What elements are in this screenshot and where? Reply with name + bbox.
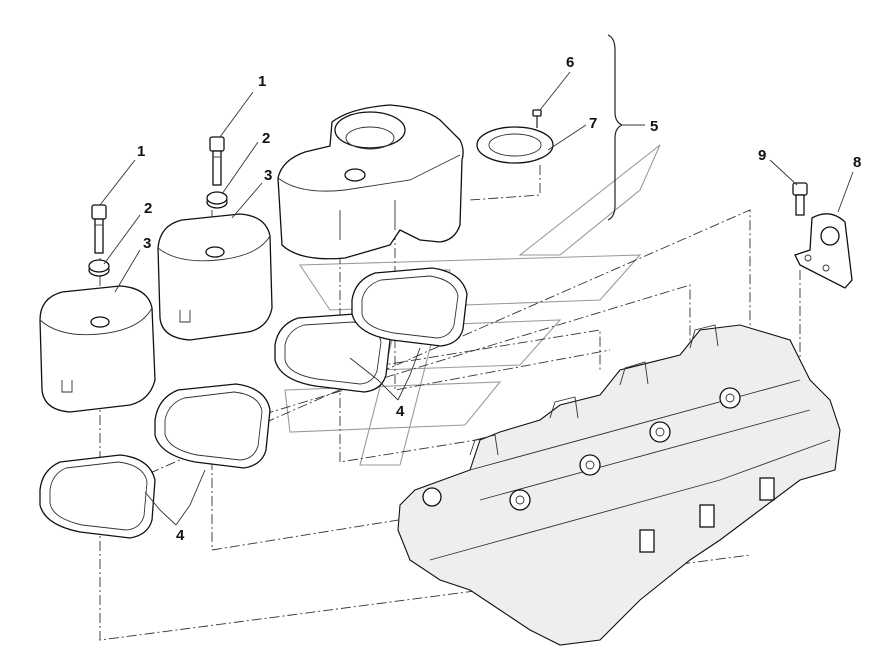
callout-7: 7 <box>589 115 597 132</box>
callout-8: 8 <box>853 154 861 171</box>
screw <box>532 109 542 128</box>
rocker-cover-with-filler <box>277 104 464 260</box>
callout-4-right: 4 <box>396 403 405 420</box>
callout-3-left: 3 <box>143 235 151 252</box>
callout-9: 9 <box>758 147 766 164</box>
callout-4-left: 4 <box>176 527 185 544</box>
callout-3-middle: 3 <box>264 167 272 184</box>
leader-lines <box>99 71 854 526</box>
callout-2-left: 2 <box>144 200 152 217</box>
callout-1-left: 1 <box>137 143 145 160</box>
callout-5: 5 <box>650 118 658 135</box>
filler-cap-seal <box>476 126 554 164</box>
lifting-bracket <box>794 213 853 289</box>
callout-2-middle: 2 <box>262 130 270 147</box>
gasket-right-upper <box>351 267 468 347</box>
group-brace <box>607 34 624 221</box>
callout-6: 6 <box>566 54 574 71</box>
washer-left <box>88 259 110 277</box>
bracket-bolt <box>792 182 808 216</box>
callouts: 1 1 2 2 3 3 4 4 5 6 7 8 9 <box>137 54 861 544</box>
bolt-middle <box>209 136 225 186</box>
rocker-cover-left <box>39 285 156 413</box>
gasket-left <box>39 454 156 539</box>
bolt-left <box>91 204 107 254</box>
gasket-middle <box>154 383 271 469</box>
rocker-cover-middle <box>157 213 273 341</box>
washer-middle <box>206 191 228 209</box>
cylinder-head <box>397 324 841 646</box>
callout-1-middle: 1 <box>258 73 266 90</box>
gasket-right-lower <box>274 313 391 393</box>
